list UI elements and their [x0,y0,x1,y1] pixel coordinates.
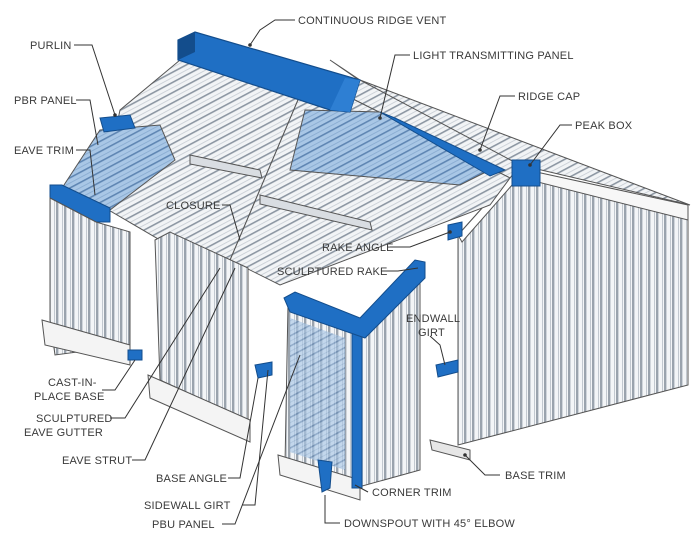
front-corner [277,268,421,501]
label-eave-strut: EAVE STRUT [62,455,132,467]
label-endwall-girt-line2: GIRT [418,327,445,339]
label-eave-trim: EAVE TRIM [14,145,74,157]
ridge-cap [379,111,507,177]
label-ridge-cap: RIDGE CAP [518,91,580,103]
label-rake-angle: RAKE ANGLE [322,242,394,254]
label-downspout: DOWNSPOUT WITH 45° ELBOW [344,518,515,530]
leader-lines [74,19,572,525]
purlins [99,114,373,231]
pbu-panel-area [290,318,345,470]
label-continuous-ridge-vent: CONTINUOUS RIDGE VENT [298,15,447,27]
label-endwall-girt-line1: ENDWALL [406,313,460,325]
label-base-trim: BASE TRIM [505,470,566,482]
label-cast-in-place-base-line2: PLACE BASE [34,391,104,403]
continuous-ridge-vent [177,31,361,113]
label-sculptured-rake: SCULPTURED RAKE [277,266,388,278]
left-sidewall [41,197,143,366]
endwall [457,166,689,446]
rake-angle [447,221,463,241]
middle-sidewall [147,231,273,443]
label-cast-in-place-base-line1: CAST-IN- [48,377,97,389]
label-sculptured-eave-gutter-line2: EAVE GUTTER [24,427,103,439]
label-pbu-panel: PBU PANEL [152,519,215,531]
label-light-transmitting-panel: LIGHT TRANSMITTING PANEL [413,50,574,62]
pbr-panel-area [61,124,176,211]
endwall-girt [435,359,459,378]
light-transmitting-panel-area [289,109,492,186]
labels: CONTINUOUS RIDGE VENT PURLIN LIGHT TRANS… [14,15,633,531]
label-sidewall-girt: SIDEWALL GIRT [144,500,231,512]
downspout [317,459,333,493]
label-base-angle: BASE ANGLE [156,473,227,485]
sculptured-rake [283,259,426,339]
label-corner-trim: CORNER TRIM [372,487,452,499]
label-closure: CLOSURE [166,200,221,212]
label-sculptured-eave-gutter-line1: SCULPTURED [36,413,113,425]
label-peak-box: PEAK BOX [575,120,633,132]
roof-middle [229,94,511,286]
peak-box [511,159,541,187]
label-purlin: PURLIN [30,40,72,52]
label-pbr-panel: PBR PANEL [14,95,77,107]
